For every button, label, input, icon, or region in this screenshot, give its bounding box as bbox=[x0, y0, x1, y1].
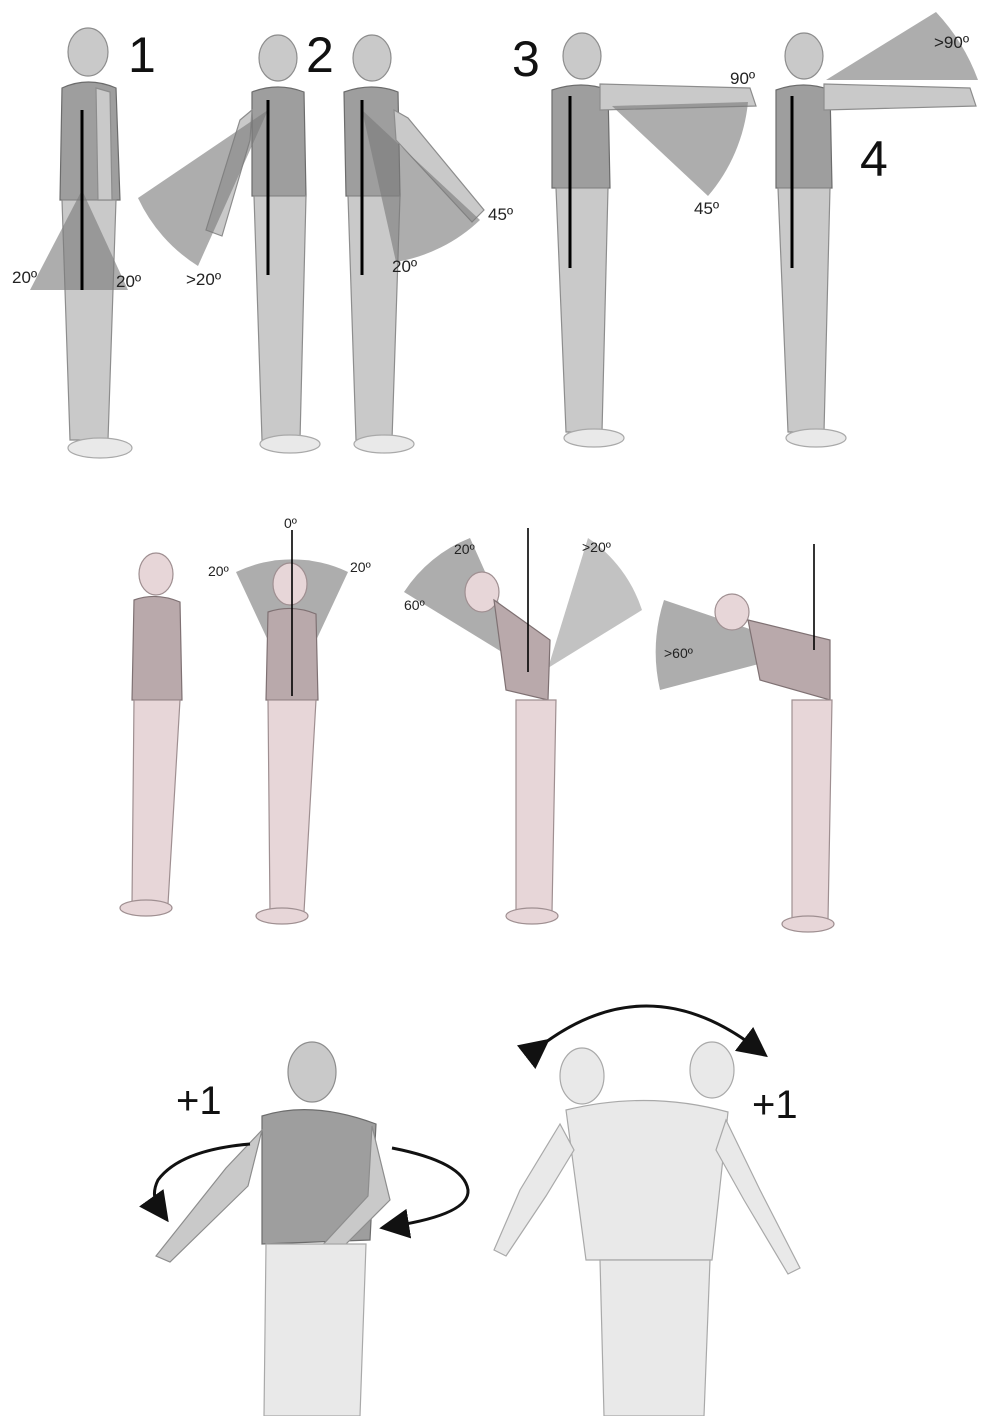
figure-neck-posture bbox=[236, 530, 348, 924]
figure-standing bbox=[120, 553, 182, 916]
sector-bend-back bbox=[548, 538, 642, 668]
upper-arm-panel: 1 2 3 4 20º 20º >20º 20º 45º 90º 45º >90… bbox=[12, 12, 978, 458]
angle-head-left: 20º bbox=[208, 563, 229, 579]
angle-p2-front-high: 45º bbox=[488, 205, 513, 224]
figure-3-arm-raised bbox=[552, 33, 756, 447]
sector-p3 bbox=[612, 102, 748, 196]
angle-p2-front-low: 20º bbox=[392, 257, 417, 276]
figure-number-3: 3 bbox=[512, 31, 540, 87]
figure-trunk-side-bend bbox=[494, 1006, 800, 1416]
angle-deep-bend: >60º bbox=[664, 645, 693, 661]
angle-head-right: 20º bbox=[350, 559, 371, 575]
twist-arrow-right bbox=[392, 1148, 468, 1226]
angle-p1-left: 20º bbox=[12, 268, 37, 287]
angle-p3-top: 90º bbox=[730, 69, 755, 88]
angle-bend-twenty: 20º bbox=[454, 541, 475, 557]
figure-trunk-deep-flexion bbox=[656, 544, 834, 932]
trunk-panel: 0º 20º 20º 20º 60º >20º >60º bbox=[120, 515, 834, 932]
figure-2-arm-extension bbox=[138, 35, 320, 453]
side-bend-arrow bbox=[538, 1006, 756, 1048]
angle-bend-back: >20º bbox=[582, 539, 611, 555]
angle-head-zero: 0º bbox=[284, 515, 297, 531]
angle-p2-back: >20º bbox=[186, 270, 221, 289]
angle-p1-right: 20º bbox=[116, 272, 141, 291]
figure-number-2: 2 bbox=[306, 27, 334, 83]
figure-trunk-flexion bbox=[404, 528, 642, 924]
sector-p2-back bbox=[138, 110, 268, 266]
figure-2-arm-flexion bbox=[344, 35, 484, 453]
angle-bend-sixty: 60º bbox=[404, 597, 425, 613]
figure-number-4: 4 bbox=[860, 131, 888, 187]
figure-number-1: 1 bbox=[128, 27, 156, 83]
angle-p4-top: >90º bbox=[934, 33, 969, 52]
side-bend-score-label: +1 bbox=[752, 1083, 798, 1127]
twist-score-label: +1 bbox=[176, 1079, 222, 1123]
twist-panel: +1 +1 bbox=[154, 1006, 800, 1416]
angle-p3-bottom: 45º bbox=[694, 199, 719, 218]
figure-1-arm-neutral bbox=[30, 28, 132, 458]
figure-4-arm-overhead bbox=[776, 12, 978, 447]
